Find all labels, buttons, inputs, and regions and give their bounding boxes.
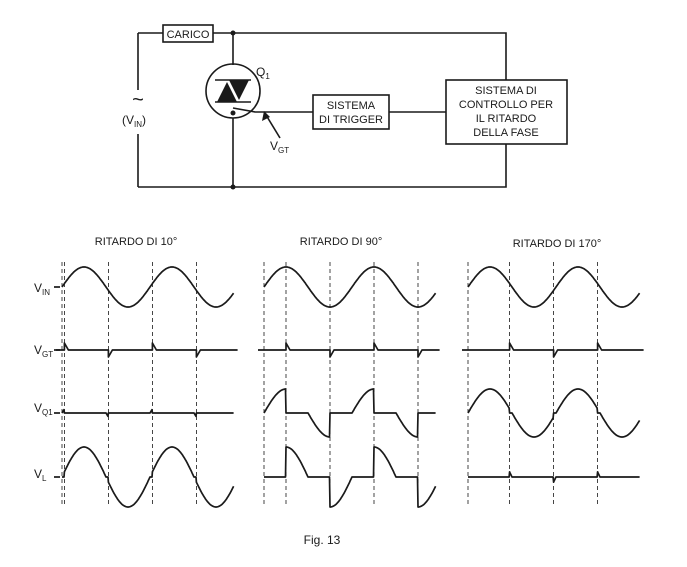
trigger-label-line-2: DI TRIGGER	[319, 114, 383, 126]
triac-symbol	[205, 63, 261, 119]
vin-waveform	[467, 266, 641, 308]
row-label-vin: VIN	[34, 281, 50, 297]
trigger-box	[312, 94, 390, 130]
panel-title-170: RITARDO DI 170°	[513, 238, 602, 250]
row-labels: VIN VGT VQ1 VL	[34, 281, 53, 483]
junction-dot	[230, 110, 236, 116]
vgt-waveform	[462, 342, 644, 358]
vq1-waveform	[61, 408, 234, 418]
source-ac-symbol: ~	[132, 89, 144, 111]
control-label-line-3: IL RITARDO	[476, 113, 537, 125]
vl-waveform	[263, 446, 437, 508]
trigger-label-line-1: SISTEMA	[327, 100, 376, 112]
junction-dot	[230, 30, 236, 36]
row-label-vl: VL	[34, 467, 47, 483]
load-box	[162, 24, 214, 43]
wire-bottom	[138, 144, 507, 188]
vin-waveform	[263, 266, 437, 308]
vin-waveform	[61, 266, 235, 308]
source-label: (VIN)	[122, 113, 146, 129]
gate-voltage-arrowhead	[262, 111, 270, 121]
figure-caption: Fig. 13	[304, 533, 341, 547]
wire-gate	[232, 107, 313, 113]
panel-title-90: RITARDO DI 90°	[300, 236, 382, 248]
row-label-vq1: VQ1	[34, 401, 53, 417]
control-box	[445, 79, 568, 145]
control-label-line-2: CONTROLLO PER	[459, 99, 553, 111]
load-label: CARICO	[167, 29, 210, 41]
vq1-waveform	[467, 388, 641, 438]
junction-dot	[230, 184, 236, 190]
vl-waveform	[61, 446, 235, 508]
thyristor-label: Q1	[256, 65, 270, 81]
control-label-line-4: DELLA FASE	[473, 127, 538, 139]
row-label-vgt: VGT	[34, 343, 53, 359]
control-label-line-1: SISTEMA DI	[475, 85, 537, 97]
waveform-panel-10	[54, 262, 238, 508]
vq1-waveform	[263, 388, 436, 438]
gate-voltage-arrow	[265, 114, 281, 139]
waveform-panel-170	[462, 262, 644, 505]
vl-waveform	[467, 470, 640, 484]
wire-top-right	[213, 32, 507, 80]
waveform-panel-90	[258, 262, 440, 508]
circuit-schematic: CARICO ~ (VIN) Q1 VGT SISTEMA DI TR	[122, 24, 568, 190]
vgt-waveform	[56, 342, 238, 358]
panel-title-10: RITARDO DI 10°	[95, 236, 177, 248]
gate-voltage-label: VGT	[270, 139, 289, 155]
vgt-waveform	[258, 342, 440, 358]
